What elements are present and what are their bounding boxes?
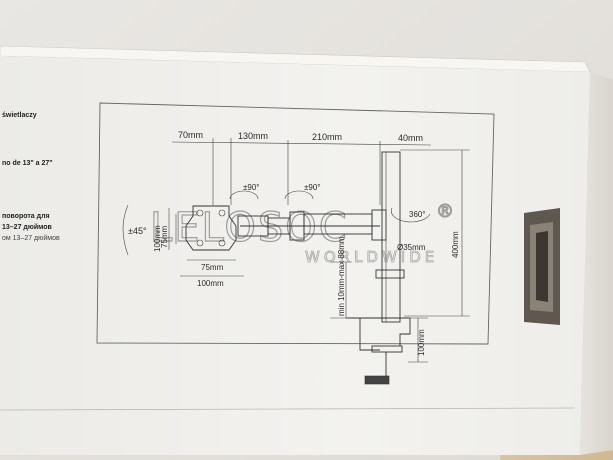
dim-70mm: 70mm (178, 130, 203, 140)
clamp-knob (364, 375, 390, 385)
height-400mm: 400mm (451, 231, 460, 258)
box-text-column: świetlaczy no de 13" a 27" поворота для … (2, 112, 60, 242)
arm-segments (237, 209, 387, 241)
clamp: min 10mm-max 88mm 100mm (330, 236, 428, 385)
rot-90-a: ±90° (243, 183, 260, 192)
rot-360: 360° (409, 210, 426, 219)
pole: Ø35mm (375, 151, 426, 323)
box-text-line3: поворота для (2, 213, 50, 220)
pole-diameter: Ø35mm (397, 243, 426, 252)
vesa-100-width: 100mm (197, 279, 224, 288)
box-right-side (580, 72, 613, 455)
base-100mm: 100mm (417, 329, 426, 356)
brand-reg-mark: ® (436, 201, 456, 222)
vesa-75-width: 75mm (201, 263, 224, 272)
brand-watermark: LELOSOC (150, 205, 349, 251)
box-bottom-line (0, 407, 576, 411)
box-text-line2: no de 13" a 27" (2, 160, 53, 167)
box-front-face (0, 56, 590, 455)
dim-40mm: 40mm (398, 133, 423, 143)
dim-210mm: 210mm (312, 132, 342, 142)
vesa-100-height: 100mm (153, 225, 162, 252)
box-text-line1: świetlaczy (2, 112, 37, 119)
rot-90-b: ±90° (304, 183, 321, 192)
vesa-75-height: 75mm (160, 225, 169, 248)
box-text-line4: 13–27 дюймов (2, 223, 52, 231)
clamp-range: min 10mm-max 88mm (337, 236, 346, 316)
box-text-line5: ом 13–27 дюймов (2, 234, 60, 242)
top-dimensions: 70mm 130mm 210mm 40mm (171, 130, 432, 205)
diagram-frame (96, 102, 495, 345)
dim-130mm: 130mm (238, 131, 268, 141)
vesa-plate: 75mm 100mm 75mm 100mm (153, 205, 244, 288)
rotation-markers: ±90° ±90° 360° ±45° (122, 183, 431, 256)
tilt-45: ±45° (128, 226, 147, 236)
height-dimension: 400mm (400, 149, 470, 317)
